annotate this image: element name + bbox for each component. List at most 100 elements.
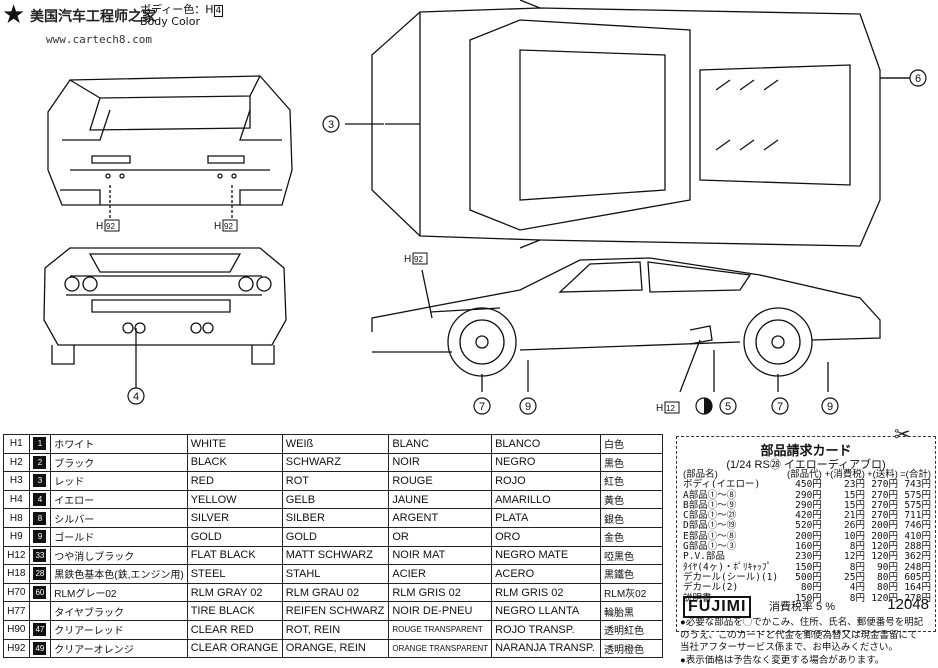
paint-name-cn: 透明橙色 xyxy=(600,638,663,659)
paint-number-cell: 28 xyxy=(28,564,52,584)
callout-6: 6 xyxy=(909,69,927,87)
watermark-url: www.cartech8.com xyxy=(46,33,152,46)
paint-name-de: SILBER xyxy=(281,508,390,528)
price-cell-total: 278円 xyxy=(904,592,931,604)
paint-name-fr: ORANGE TRANSPARENT xyxy=(388,638,493,659)
paint-name-jp: つや消しブラック xyxy=(50,545,188,566)
paint-name-jp: タイヤブラック xyxy=(50,601,188,621)
paint-number-cell: 33 xyxy=(28,545,52,566)
paint-name-jp: ゴールド xyxy=(50,526,188,547)
paint-name-fr: OR xyxy=(388,526,493,547)
price-cell-name: A部品①〜⑧ xyxy=(683,489,737,501)
note-line: ●必要な部品を◯でかこみ、住所、氏名、郵便番号を明記 xyxy=(680,617,924,628)
paint-name-es: NEGRO MATE xyxy=(491,545,602,566)
paint-code-cell: H77 xyxy=(3,601,30,621)
front-view-drawing xyxy=(47,75,293,222)
paint-code-cell: H12 xyxy=(3,545,30,566)
paint-name-de: ROT, REIN xyxy=(281,619,390,640)
price-cell-price: 150円 xyxy=(795,592,822,604)
price-cell-name: D部品①〜⑲ xyxy=(683,520,737,532)
paint-callout-h92-right: H 92 xyxy=(214,219,238,232)
paint-name-es: ORO xyxy=(491,526,602,547)
price-cell-name: P.V.部品 xyxy=(683,551,725,563)
paint-name-en: CLEAR ORANGE xyxy=(186,638,283,659)
price-cell-total: 746円 xyxy=(904,520,931,532)
price-cell-total: 605円 xyxy=(904,571,931,583)
paint-name-de: WEIß xyxy=(281,434,390,454)
paint-callout-h92-left: H 92 xyxy=(96,219,120,232)
paint-name-en: FLAT BLACK xyxy=(186,545,283,566)
paint-number-badge: 47 xyxy=(33,623,47,637)
price-cell-name: 説明書 xyxy=(683,592,712,604)
paint-name-es: AMARILLO xyxy=(491,489,602,510)
price-cell-tax: 12円 xyxy=(844,551,865,563)
price-cell-price: 200円 xyxy=(795,530,822,542)
price-cell-ship: 120円 xyxy=(871,592,898,604)
body-color-label-en: Body Color xyxy=(140,15,200,28)
svg-text:9: 9 xyxy=(827,401,833,413)
svg-text:7: 7 xyxy=(777,401,783,413)
price-cell-name: B部品①〜⑨ xyxy=(683,499,737,511)
paint-name-de: ORANGE, REIN xyxy=(281,638,390,659)
paint-name-es: ACERO xyxy=(491,564,602,584)
paint-callout-h92-side: H 92 xyxy=(404,252,428,265)
price-cell-tax: 10円 xyxy=(844,530,865,542)
price-cell-ship: 270円 xyxy=(871,499,898,511)
paint-name-cn: 黃色 xyxy=(600,489,663,510)
price-cell-ship: 270円 xyxy=(871,510,898,522)
paint-code-cell: H4 xyxy=(3,489,30,510)
parts-price-table: (部品名) (部品代) +(消費税) +(送料) =(合計) ボディ(イエロー)… xyxy=(683,469,931,604)
price-cell-tax: 25円 xyxy=(844,571,865,583)
paint-number-cell: 3 xyxy=(28,471,52,491)
paint-callout-h12: H 12 xyxy=(656,401,680,414)
price-cell-name: C部品①〜㉑ xyxy=(683,510,737,522)
fujimi-logo: FUJIMI xyxy=(683,596,752,618)
price-cell-total: 575円 xyxy=(904,489,931,501)
price-cell-tax: 23円 xyxy=(844,479,865,491)
svg-text:H: H xyxy=(404,254,411,265)
price-cell-tax: 8円 xyxy=(849,561,865,573)
svg-text:9: 9 xyxy=(525,401,531,413)
paint-number-badge: 28 xyxy=(33,567,47,581)
paint-code-cell: H8 xyxy=(3,508,30,528)
paint-number-badge: 4 xyxy=(33,493,47,507)
callout-7-rear: 7 xyxy=(771,397,789,415)
paint-number-cell: 4 xyxy=(28,489,52,510)
price-cell-tax: 26円 xyxy=(844,520,865,532)
paint-name-de: GOLD xyxy=(281,526,390,547)
paint-number-cell: 49 xyxy=(28,638,52,659)
rear-view-drawing xyxy=(43,247,287,390)
svg-text:92: 92 xyxy=(224,222,233,231)
note-line: ●表示価格は予告なく変更する場合があります。 xyxy=(680,654,885,666)
paint-name-fr: BLANC xyxy=(388,434,493,454)
paint-name-es: BLANCO xyxy=(491,434,602,454)
order-card-title: 部品請求カード xyxy=(760,443,852,458)
callout-9-front: 9 xyxy=(519,397,537,415)
paint-name-cn: 紅色 xyxy=(600,471,663,491)
price-cell-price: 500円 xyxy=(795,571,822,583)
price-cell-price: 420円 xyxy=(795,510,822,522)
callout-4: 4 xyxy=(127,387,145,405)
price-cell-price: 290円 xyxy=(795,499,822,511)
paint-name-en: RED xyxy=(186,471,283,491)
price-cell-tax: 21円 xyxy=(844,510,865,522)
paint-name-de: STAHL xyxy=(281,564,390,584)
site-watermark: ★ 美国汽车工程师之家 www.cartech8.com xyxy=(2,2,202,48)
price-cell-total: 164円 xyxy=(904,582,931,594)
paint-name-en: BLACK xyxy=(186,452,283,473)
price-cell-price: 230円 xyxy=(795,551,822,563)
paint-number-cell: 1 xyxy=(28,434,52,454)
